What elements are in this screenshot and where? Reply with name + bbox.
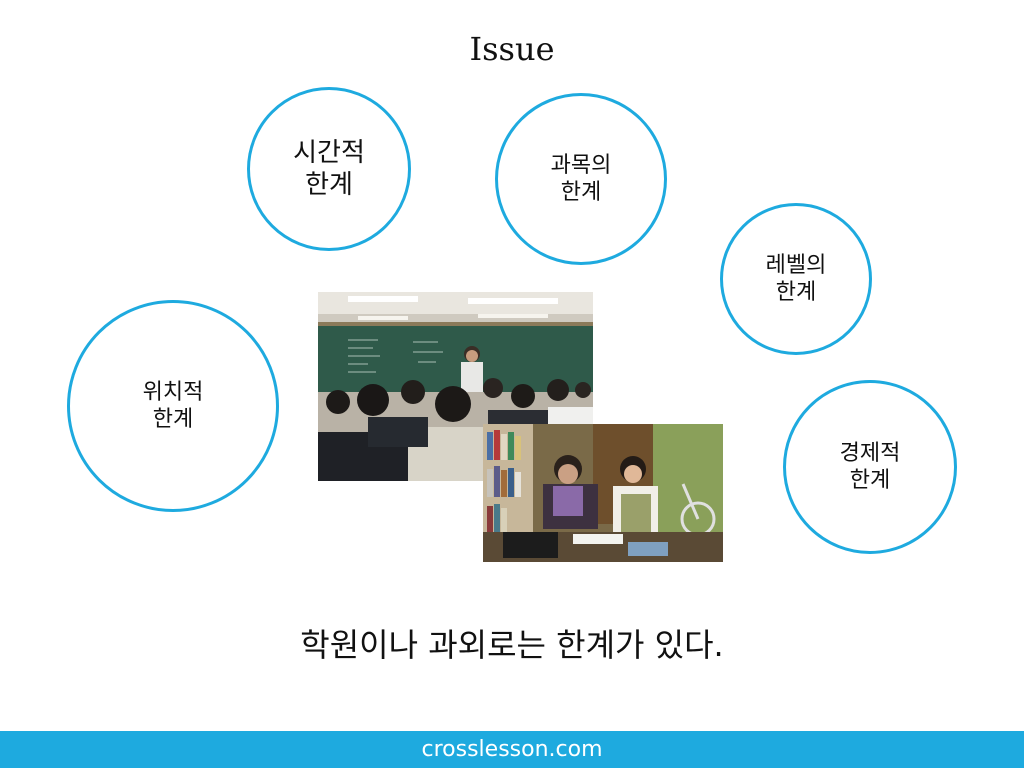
circle-label-line2: 한계 [560, 180, 602, 205]
slide-message: 학원이나 과외로는 한계가 있다. [300, 626, 724, 664]
circle-label-line1: 과목의 [550, 152, 612, 178]
circle-location-limit: 위치적 한계 [67, 300, 279, 512]
circle-label-line2: 한계 [849, 468, 891, 493]
circle-label-line1: 경제적 [839, 440, 901, 466]
circle-label-line2: 한계 [775, 280, 817, 305]
footer-bar: crosslesson.com [0, 731, 1024, 768]
classroom-photo [318, 292, 593, 481]
circle-level-limit: 레벨의 한계 [720, 203, 872, 355]
circle-time-limit: 시간적 한계 [247, 87, 411, 251]
circle-label-line2: 한계 [152, 407, 194, 432]
slide-title: Issue [469, 30, 555, 68]
circle-label-line1: 레벨의 [765, 252, 827, 278]
circle-label-line1: 시간적 [293, 137, 365, 168]
circle-subject-limit: 과목의 한계 [495, 93, 667, 265]
circle-label-line2: 한계 [305, 170, 353, 200]
tutoring-photo [483, 424, 723, 562]
footer-site-name: crosslesson.com [421, 737, 603, 762]
circle-label-line1: 위치적 [142, 379, 204, 405]
circle-economic-limit: 경제적 한계 [783, 380, 957, 554]
